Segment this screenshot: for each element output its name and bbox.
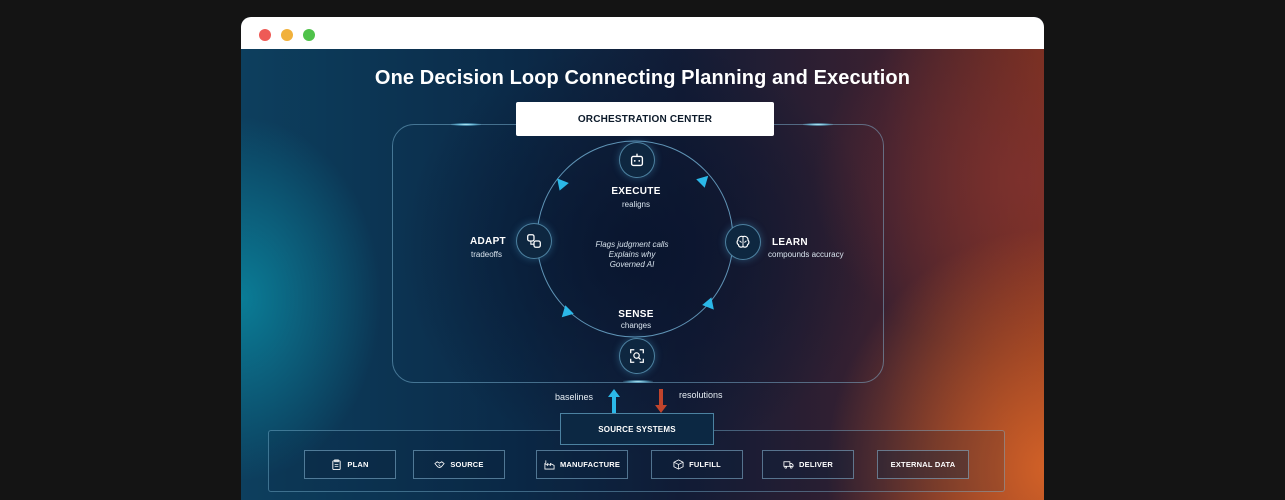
adapt-title: ADAPT [470,236,506,247]
learn-subtitle: compounds accuracy [768,250,844,259]
adapt-node [516,223,552,259]
orchestration-center-label: ORCHESTRATION CENTER [516,102,774,136]
source-chip-deliver: DELIVER [762,450,854,479]
brain-icon [736,235,750,248]
source-chip-manufacture: MANUFACTURE [536,450,628,479]
source-chip-label: DELIVER [799,460,833,469]
execute-node [619,142,655,178]
frame-glow-bottom [623,380,653,383]
swap-icon [527,234,541,248]
source-chip-label: SOURCE [450,460,484,469]
sense-title: SENSE [618,309,654,320]
maximize-window-button[interactable] [303,29,315,41]
execute-subtitle: realigns [621,200,650,209]
source-chip-fulfill: FULFILL [651,450,743,479]
diagram-canvas: One Decision Loop Connecting Planning an… [241,49,1044,500]
frame-glow-right [803,123,833,126]
source-chip-external-data: EXTERNAL DATA [877,450,969,479]
center-note-line: Explains why [608,250,656,259]
center-note-line: Governed AI [609,260,655,269]
loop-center-notes: Flags judgment calls Explains why Govern… [574,240,690,270]
source-chip-label: PLAN [347,460,369,469]
source-chip-label: FULFILL [689,460,721,469]
loop-arrow-upper-left [557,178,569,191]
learn-title: LEARN [772,237,808,248]
scan-search-icon [630,349,644,363]
loop-arrow-lower-left [561,305,574,318]
package-icon [673,459,684,470]
source-chip-plan: PLAN [304,450,396,479]
source-systems-label: SOURCE SYSTEMS [560,413,714,445]
robot-icon [630,153,644,167]
resolutions-down-arrow [655,389,667,413]
loop-arrow-lower-right [702,297,714,310]
execute-title: EXECUTE [611,186,661,197]
truck-icon [783,461,794,469]
window-titlebar [241,17,1044,49]
source-chip-label: MANUFACTURE [559,460,621,469]
adapt-subtitle: tradeoffs [471,250,502,259]
learn-node [725,224,761,260]
baselines-label: baselines [555,392,594,402]
clipboard-icon [332,459,342,470]
factory-icon [544,460,555,470]
diagram-title: One Decision Loop Connecting Planning an… [374,67,911,89]
center-note-line: Flags judgment calls [595,240,669,249]
sense-node [619,338,655,374]
baselines-up-arrow [608,389,620,413]
handshake-icon [434,461,446,469]
frame-glow-left [451,123,481,126]
resolutions-label: resolutions [679,390,723,400]
browser-window: One Decision Loop Connecting Planning an… [241,17,1044,500]
source-chip-label: EXTERNAL DATA [890,460,956,469]
minimize-window-button[interactable] [281,29,293,41]
source-chip-source: SOURCE [413,450,505,479]
close-window-button[interactable] [259,29,271,41]
loop-arrow-upper-right [696,175,709,188]
sense-subtitle: changes [620,321,652,330]
